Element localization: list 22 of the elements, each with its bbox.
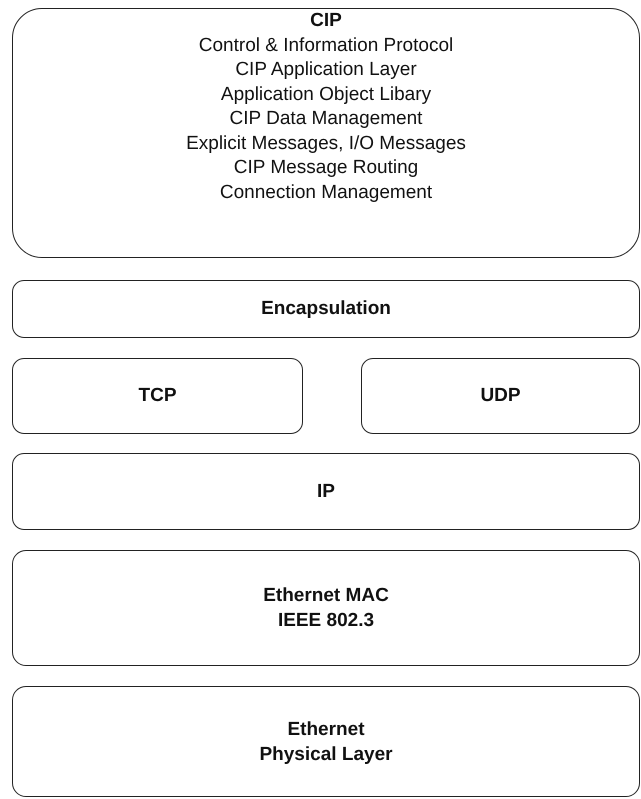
layer-box [12, 280, 640, 338]
layer-label: Connection Management [220, 180, 432, 204]
layer-label: Ethernet MAC [263, 584, 389, 608]
layer-box [12, 8, 640, 258]
layer-label: CIP Application Layer [235, 58, 417, 82]
layer-label: Control & Information Protocol [198, 34, 454, 58]
layer-box [12, 358, 303, 434]
layer-label: IEEE 802.3 [278, 609, 374, 633]
layer-label: CIP Data Management [230, 107, 422, 131]
layer-label: CIP Message Routing [234, 156, 418, 180]
layer-label: IP [317, 480, 335, 502]
layer-box [12, 453, 640, 530]
layer-box [361, 358, 640, 434]
layer-box [12, 686, 640, 797]
layer-label: UDP [480, 385, 521, 407]
layer-label: Ethernet Physical Layer [258, 718, 394, 766]
layer-label: Application Object Libary [220, 82, 432, 106]
layer-label: TCP [138, 385, 176, 407]
layer-label: Encapsulation [261, 298, 391, 320]
layer-box [12, 550, 640, 666]
layer-title: CIP [310, 9, 342, 33]
layer-label: Explicit Messages, I/O Messages [186, 132, 466, 156]
